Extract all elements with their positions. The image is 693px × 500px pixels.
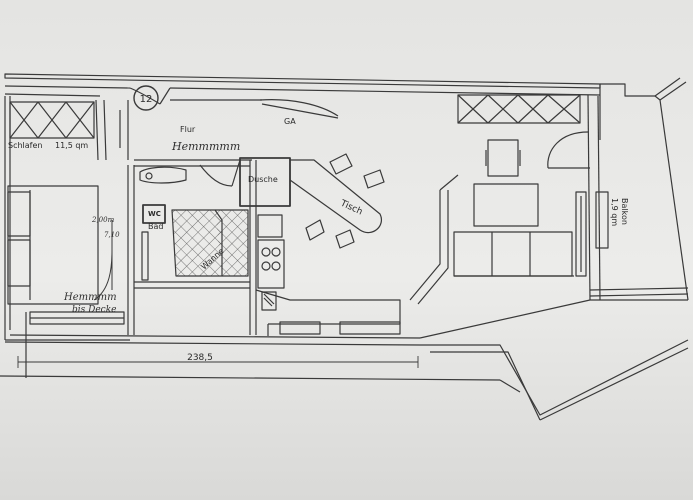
balcony-outline [587,77,689,301]
living-room [279,94,609,335]
label-bad: Bad [148,222,163,231]
label-schlafen: Schlafen [8,141,42,150]
label-width-total: 238,5 [187,353,213,363]
bathroom [134,159,257,335]
label-dim-bad-b: 7,10 [104,231,120,239]
label-balkon-area: 1,9 qm [610,198,619,226]
hallway [119,87,339,187]
note-bed-1: Hemmmm [63,292,117,303]
bottom-walls [0,299,689,421]
dimension-line [17,356,419,368]
note-leader [93,249,113,301]
label-flur: Flur [180,125,196,134]
unit-number-circle [133,85,159,111]
label-dusche: Dusche [248,175,278,184]
shower [239,157,291,207]
kitchen [255,153,401,336]
bedroom [7,99,135,378]
unit-number: 12 [140,94,153,105]
label-schlafen-area: 11,5 qm [55,141,88,150]
label-balkon: Balkon [620,198,629,225]
label-wc: WC [148,210,161,218]
label-ga: GA [284,117,296,126]
label-dim-bad-a: 2,00m [91,216,115,224]
note-flur: Hemmmmm [171,140,240,153]
note-bed-2: bis Decke [72,305,116,315]
